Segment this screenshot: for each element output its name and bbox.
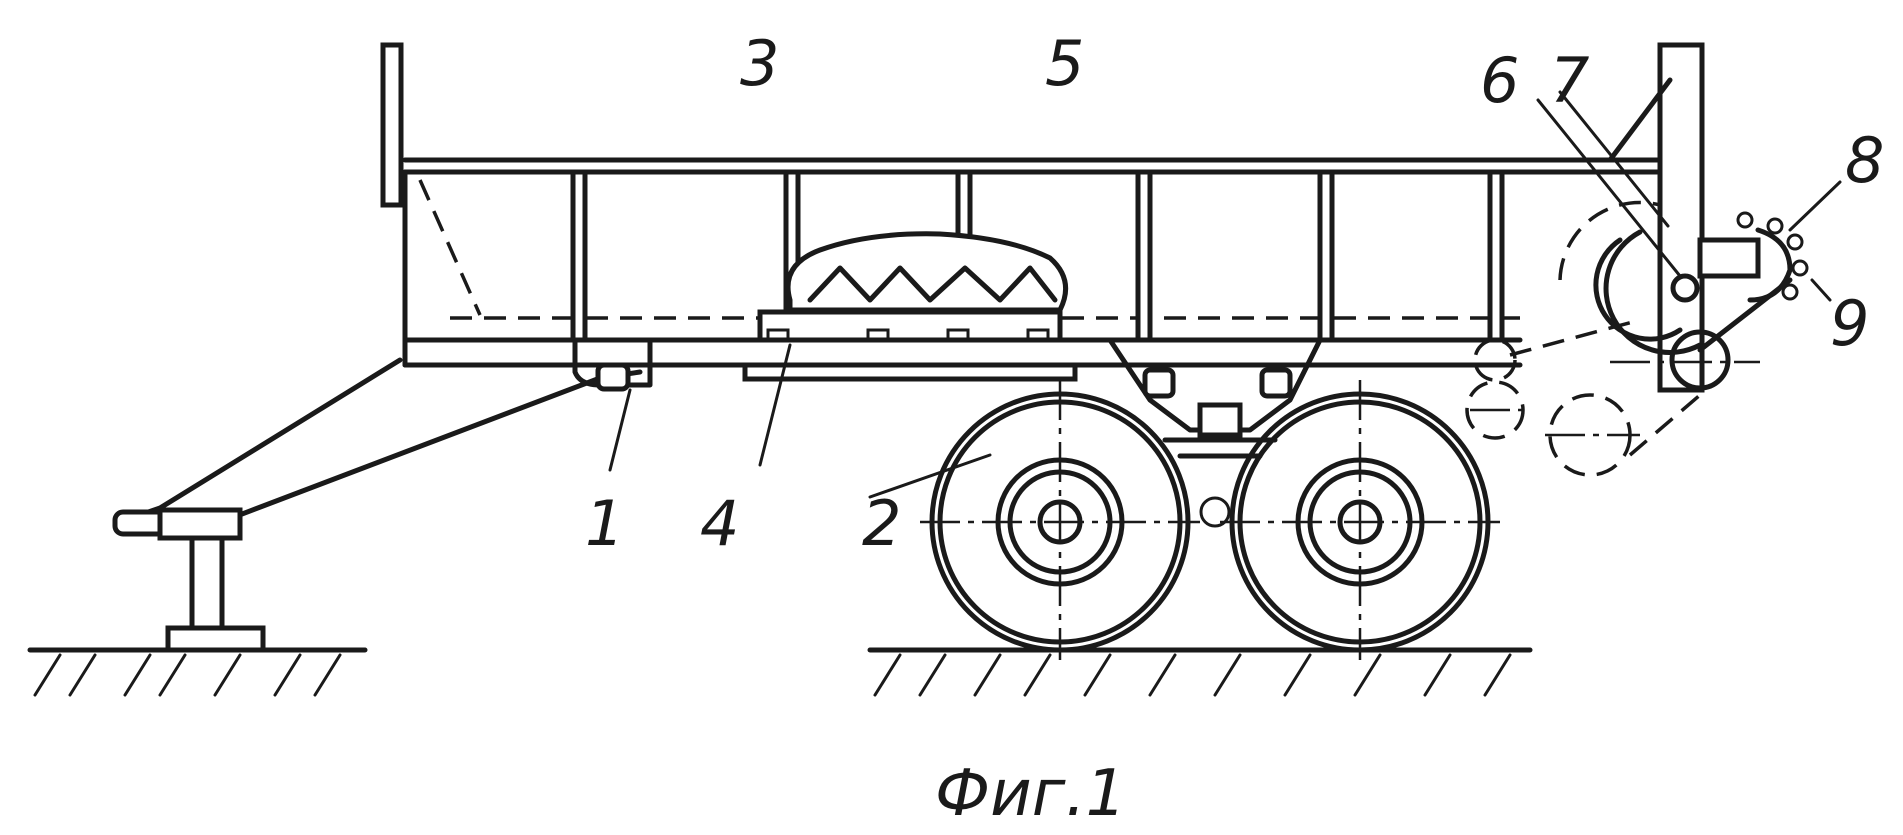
- figure-caption: Фиг.1: [935, 757, 1126, 831]
- label-7: 7: [1550, 44, 1589, 117]
- label-3: 3: [740, 27, 779, 100]
- ground-right: [870, 650, 1530, 695]
- ground-left: [30, 650, 365, 695]
- label-6: 6: [1480, 44, 1519, 117]
- drawbar: [115, 360, 640, 650]
- label-9: 9: [1830, 287, 1869, 360]
- label-4: 4: [700, 487, 739, 560]
- front-wheel: [920, 380, 1200, 660]
- label-2: 2: [862, 487, 901, 560]
- label-8: 8: [1845, 124, 1884, 197]
- label-1: 1: [585, 487, 624, 560]
- label-5: 5: [1045, 27, 1084, 100]
